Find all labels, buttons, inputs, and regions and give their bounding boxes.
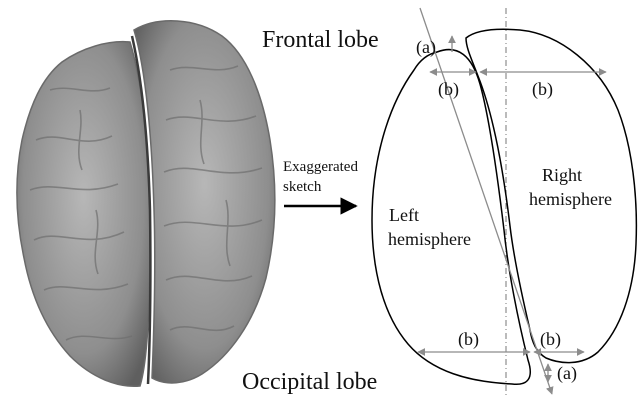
frontal-lobe-label: Frontal lobe: [262, 28, 379, 52]
right-hemisphere-label-line1: Right: [532, 166, 592, 184]
right-hemisphere-label-line2: hemisphere: [529, 190, 612, 208]
exaggerated-label: Exaggerated: [283, 160, 358, 175]
sketch-label: sketch: [283, 180, 321, 195]
brain-left-hemisphere: [17, 42, 150, 387]
occipital-lobe-label: Occipital lobe: [242, 370, 377, 394]
brain-render: [17, 21, 275, 386]
marker-b-top-left: (b): [438, 80, 459, 98]
marker-a-top: (a): [416, 38, 436, 56]
marker-a-bottom: (a): [557, 364, 577, 382]
marker-b-top-right: (b): [532, 80, 553, 98]
left-hemisphere-label-line1: Left: [384, 206, 424, 224]
left-hemisphere-label-line2: hemisphere: [388, 230, 471, 248]
marker-b-bottom-left: (b): [458, 330, 479, 348]
marker-b-bottom-right: (b): [540, 330, 561, 348]
